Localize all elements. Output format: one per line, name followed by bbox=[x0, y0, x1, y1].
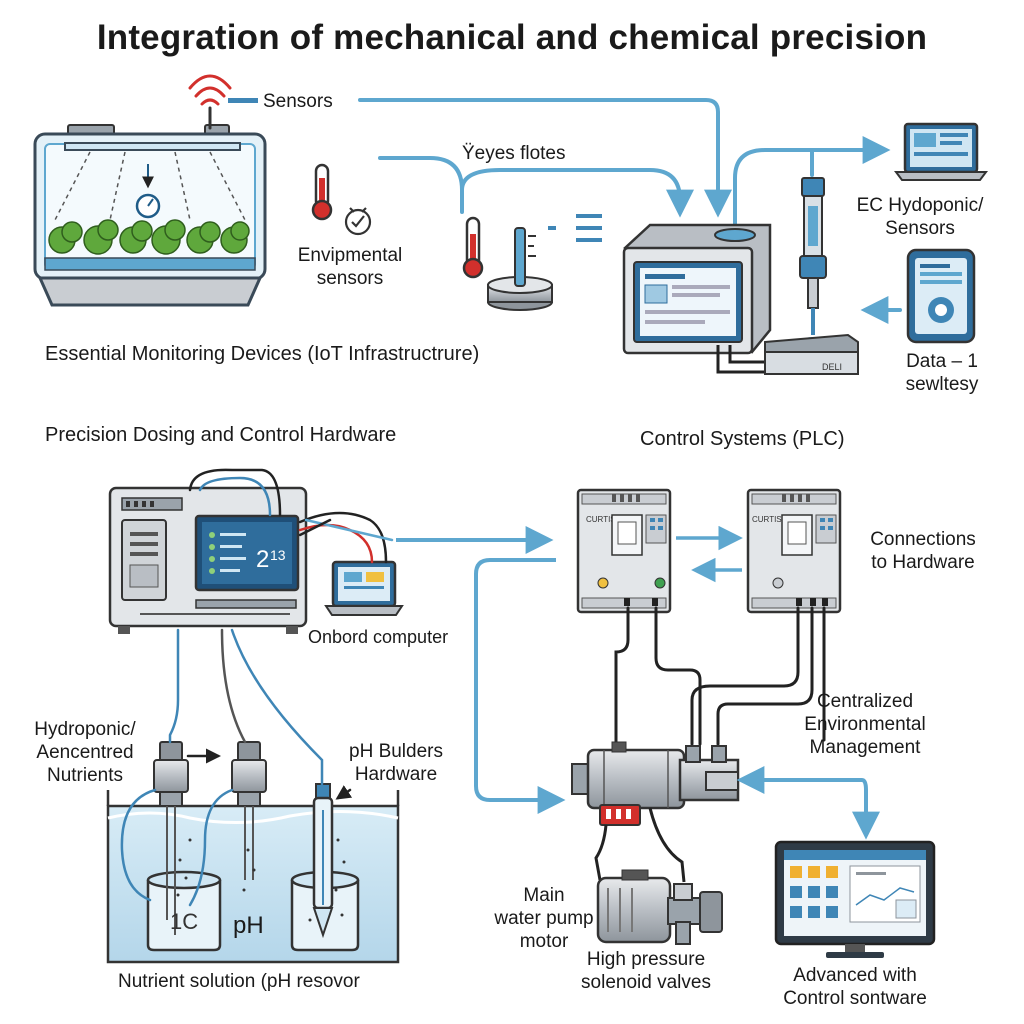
sensor-bar-icon bbox=[228, 98, 258, 103]
device-base: DELI bbox=[764, 333, 859, 375]
label-adv-line2: Control sontware bbox=[783, 988, 927, 1009]
dosing-pump-2 bbox=[231, 741, 267, 880]
label-env-line1: Envipmental bbox=[297, 245, 403, 266]
label-data-line2: sewltesy bbox=[905, 374, 979, 395]
label-solenoid: High pressure solenoid valves bbox=[566, 948, 726, 994]
plc-link-arrows bbox=[676, 525, 743, 583]
manifold-to-monitor-arrow bbox=[736, 766, 880, 840]
dosing-pump-1 bbox=[153, 741, 189, 935]
label-nutrient-reservoir: Nutrient solution (pH resovor bbox=[118, 971, 360, 992]
laptop-icon bbox=[894, 122, 988, 181]
label-sensors: Sensors bbox=[263, 91, 333, 112]
label-conn-line2: to Hardware bbox=[871, 552, 975, 573]
humidity-sensor-icon bbox=[344, 207, 372, 236]
float-thermometer-icon bbox=[462, 216, 484, 279]
pump-wiring bbox=[594, 807, 686, 883]
label-advanced-control: Advanced with Control sontware bbox=[770, 964, 940, 1010]
label-valve-line2: solenoid valves bbox=[581, 972, 711, 993]
label-ph-line2: Hardware bbox=[354, 764, 438, 785]
bubbles bbox=[176, 838, 346, 922]
section-monitoring: Essential Monitoring Devices (IoT Infras… bbox=[45, 343, 480, 365]
small-laptop-icon bbox=[324, 560, 404, 616]
label-water-pump: Main water pump motor bbox=[488, 884, 600, 953]
beaker-ph-label: pH bbox=[233, 912, 264, 939]
label-hydro-line3: Nutrients bbox=[46, 765, 124, 786]
label-cen-line2: Environmental bbox=[804, 714, 926, 735]
label-hydro-line2: Aencentred bbox=[36, 742, 134, 763]
label-pump-line1: Main bbox=[523, 885, 565, 906]
plc-module-2: CURTIS bbox=[746, 488, 842, 614]
ph-probe bbox=[312, 783, 334, 939]
water-pump-motor bbox=[596, 869, 723, 945]
label-pump-line2: water pump bbox=[494, 908, 594, 929]
label-ph-builders: pH Bulders Hardware bbox=[336, 740, 456, 786]
plc-module-1: CURTIS bbox=[576, 488, 672, 614]
label-eyes-flotes: Ÿeyes flotes bbox=[462, 143, 566, 164]
label-pump-line3: motor bbox=[519, 931, 569, 952]
pc-screen-readout-small: 13 bbox=[270, 547, 286, 563]
plc-to-pump-arrow bbox=[474, 558, 566, 814]
label-ec-line2: Sensors bbox=[885, 218, 955, 239]
thermometer-icon bbox=[311, 163, 333, 221]
beaker-1c-label: 1C bbox=[170, 909, 199, 934]
pc-screen-readout: 2 bbox=[256, 546, 269, 573]
label-data-line1: Data – 1 bbox=[906, 351, 978, 372]
top-connection-lines bbox=[358, 98, 902, 324]
plc-wiring bbox=[614, 606, 826, 748]
label-env-sensors: Envipmental sensors bbox=[280, 244, 420, 290]
diagram-title: Integration of mechanical and chemical p… bbox=[96, 18, 928, 57]
label-valve-line1: High pressure bbox=[586, 949, 706, 970]
label-env-line2: sensors bbox=[316, 268, 384, 289]
plants bbox=[48, 219, 250, 255]
dispenser-probe bbox=[799, 177, 827, 343]
label-ph-line1: pH Bulders bbox=[349, 741, 443, 762]
label-centralized: Centralized Environmental Management bbox=[790, 690, 940, 759]
tablet-icon bbox=[906, 248, 976, 344]
float-sensor-icon bbox=[487, 227, 553, 311]
label-connections: Connections to Hardware bbox=[848, 528, 998, 574]
label-hydro-line1: Hydroponic/ bbox=[34, 719, 136, 740]
label-cen-line3: Management bbox=[809, 737, 921, 758]
greenhouse-tank bbox=[33, 124, 267, 307]
onboard-pc: 2 13 bbox=[108, 486, 308, 634]
section-plc: Control Systems (PLC) bbox=[640, 428, 845, 450]
control-monitor bbox=[774, 840, 936, 958]
label-hydroponic-nutrients: Hydroponic/ Aencentred Nutrients bbox=[20, 718, 150, 787]
label-cen-line1: Centralized bbox=[816, 691, 914, 712]
wifi-icon bbox=[188, 74, 232, 130]
pc-cables bbox=[188, 468, 394, 564]
label-ec-sensors: EC Hydoponic/ Sensors bbox=[835, 194, 1005, 240]
reservoir-tubing bbox=[120, 628, 353, 907]
label-conn-line1: Connections bbox=[870, 529, 976, 550]
signal-dashes-icon bbox=[548, 214, 602, 242]
plc-2-brand: CURTIS bbox=[752, 515, 782, 524]
label-onboard-computer: Onbord computer bbox=[308, 627, 449, 647]
label-adv-line1: Advanced with bbox=[793, 965, 917, 986]
section-dosing: Precision Dosing and Control Hardware bbox=[45, 424, 397, 446]
controller-unit bbox=[622, 223, 772, 374]
plc-1-brand: CURTIS bbox=[586, 515, 616, 524]
label-ec-line1: EC Hydoponic/ bbox=[856, 195, 984, 216]
label-data: Data – 1 sewltesy bbox=[878, 350, 1006, 396]
manifold-pump bbox=[571, 741, 740, 826]
base-label: DELI bbox=[822, 362, 842, 372]
